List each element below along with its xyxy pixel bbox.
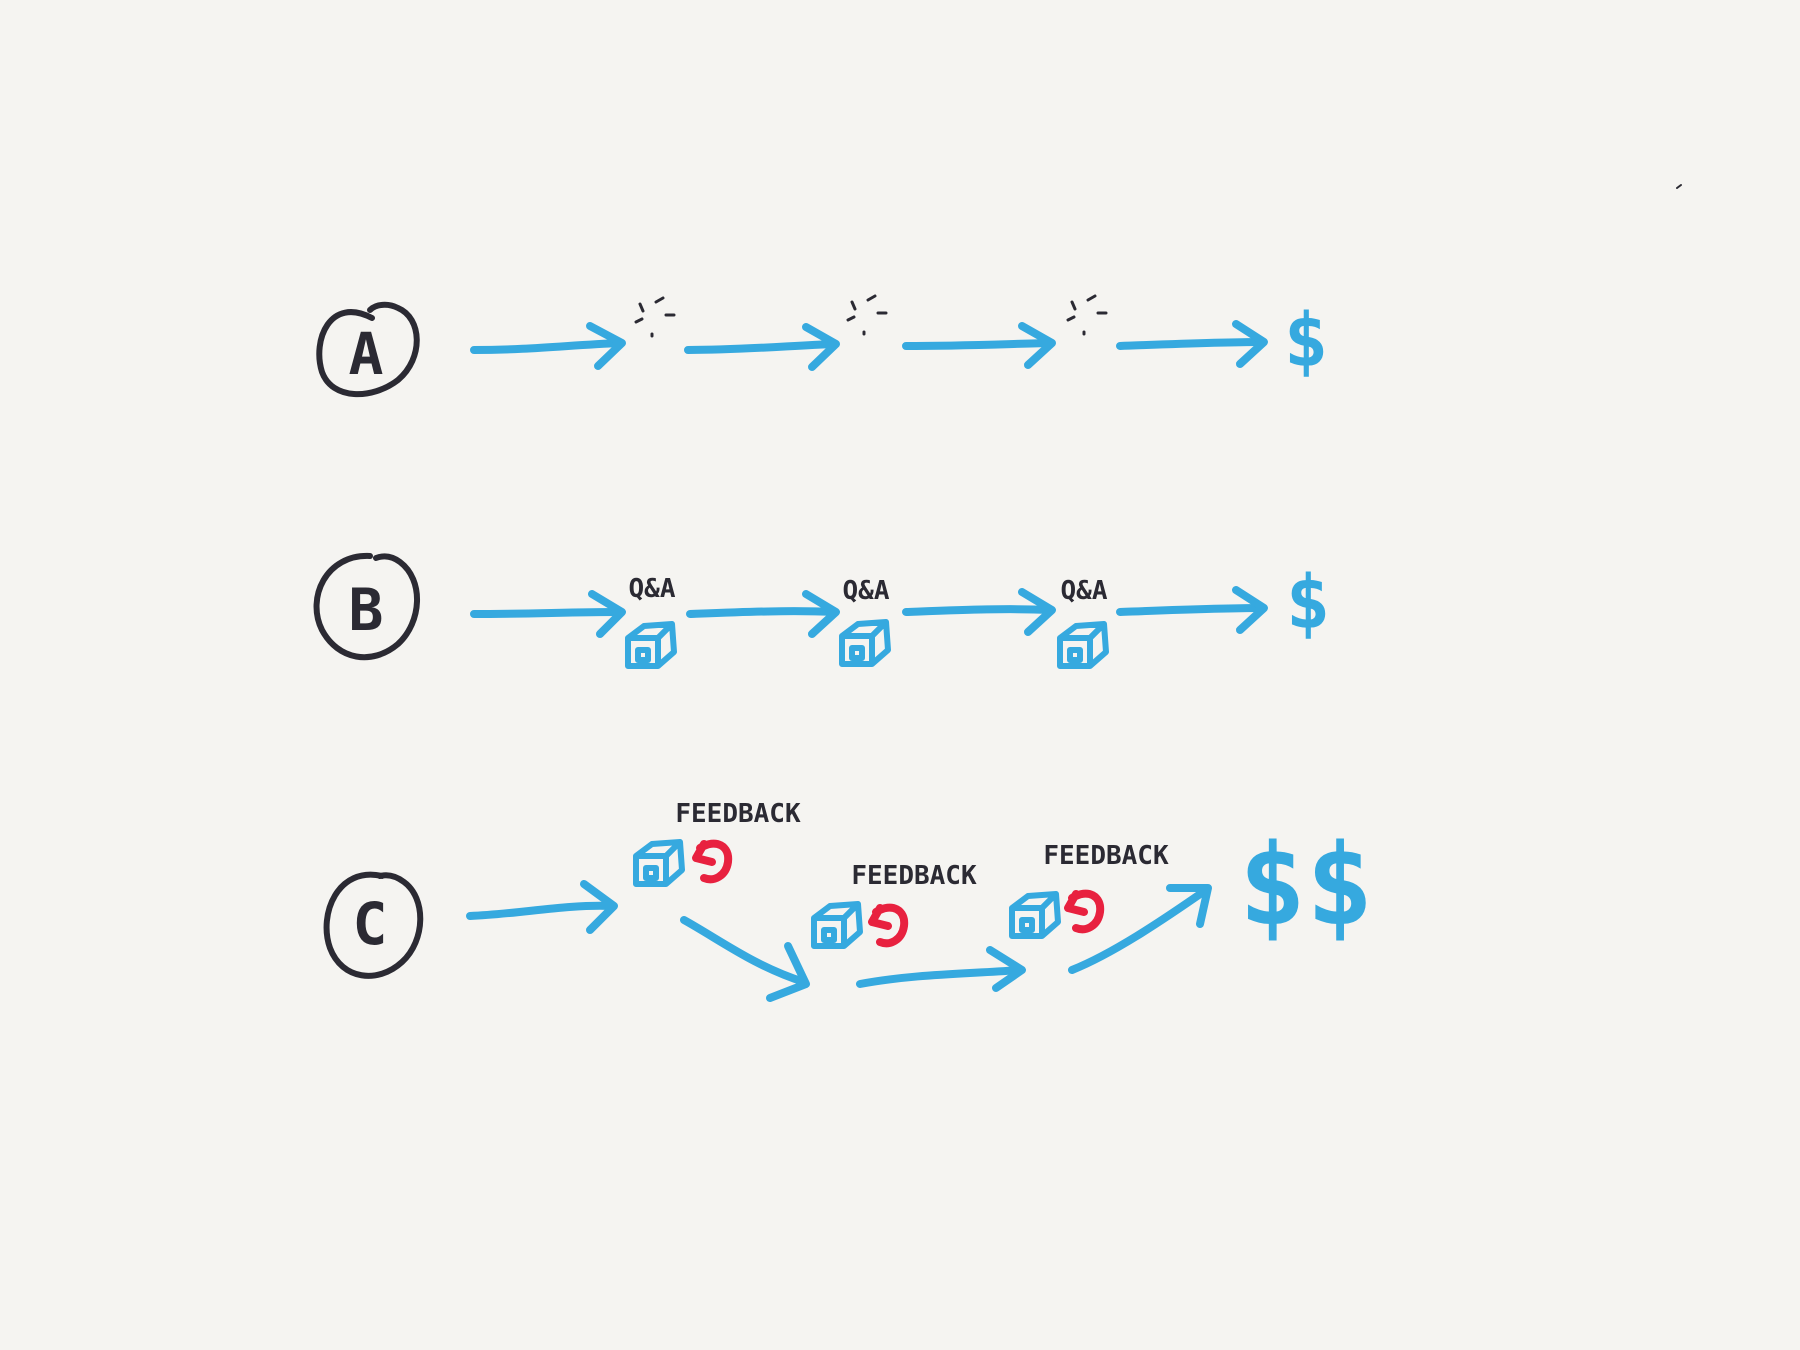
row-c-arrow-4 xyxy=(1068,884,1212,974)
row-a-arrow-2 xyxy=(684,323,840,371)
row-c-letter: C xyxy=(353,890,388,958)
row-b-circle xyxy=(313,552,420,661)
row-a-arrow-3 xyxy=(902,322,1056,369)
row-a-spark-3 xyxy=(1066,294,1108,336)
row-a-label: A xyxy=(316,301,420,398)
row-c-step-2-feedback-loop-icon xyxy=(868,903,909,948)
row-c-step-3-box-icon xyxy=(1009,891,1061,939)
row-b-step-1-box-icon xyxy=(625,621,677,669)
row-c-step-1-box-icon xyxy=(633,839,685,887)
row-c-arrow-2 xyxy=(680,916,810,1002)
row-c-step-2-caption: FEEDBACK xyxy=(851,861,977,891)
row-a-arrow-1 xyxy=(470,322,626,370)
row-b-arrow-1 xyxy=(470,590,626,638)
row-c-step-3-feedback-loop-icon xyxy=(1064,889,1105,934)
row-c-step-3-caption: FEEDBACK xyxy=(1043,841,1169,871)
row-b-step-2-box-icon xyxy=(839,619,891,667)
row-a-payoff: $ xyxy=(1284,298,1329,384)
row-a-letter: A xyxy=(349,320,384,388)
row-a: A $ xyxy=(316,294,1329,398)
row-a-spark-1 xyxy=(634,296,676,338)
row-b-step-1-caption: Q&A xyxy=(629,574,676,604)
row-b-arrow-3 xyxy=(902,588,1056,636)
row-c: C FEEDBACK FEEDBACK FE xyxy=(323,799,1374,1002)
row-c-step-1-feedback-loop-icon xyxy=(692,839,733,884)
row-c-arrow-3 xyxy=(856,946,1026,992)
row-a-arrow-4 xyxy=(1116,320,1268,368)
row-b-step-3-box-icon xyxy=(1057,621,1109,669)
row-b-step-3-caption: Q&A xyxy=(1061,576,1108,606)
row-b-payoff: $ xyxy=(1286,560,1331,646)
row-a-spark-2 xyxy=(846,294,888,336)
row-b-label: B xyxy=(313,552,420,661)
row-b: B Q&A Q&A Q&A $ xyxy=(313,552,1331,669)
stray-mark xyxy=(1676,184,1682,189)
row-b-letter: B xyxy=(349,576,384,644)
row-c-label: C xyxy=(323,871,424,979)
row-b-arrow-2 xyxy=(686,590,840,638)
row-c-circle xyxy=(323,871,424,979)
row-b-arrow-4 xyxy=(1116,586,1268,634)
row-c-arrow-1 xyxy=(466,880,618,934)
row-b-step-2-caption: Q&A xyxy=(843,576,890,606)
row-c-step-2-box-icon xyxy=(811,901,863,949)
row-a-circle xyxy=(316,301,420,398)
row-c-step-1-caption: FEEDBACK xyxy=(675,799,801,829)
row-c-payoff: $$ xyxy=(1239,821,1374,951)
